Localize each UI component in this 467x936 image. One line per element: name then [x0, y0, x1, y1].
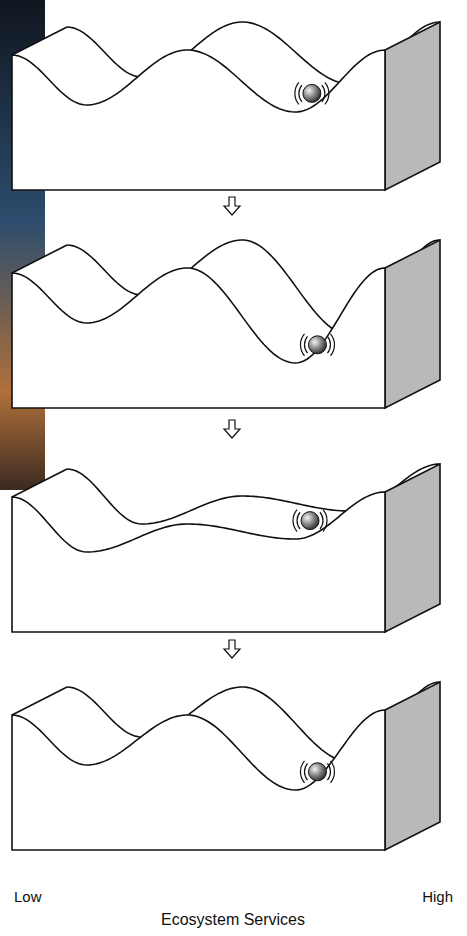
ball — [301, 512, 319, 530]
landscape-panel — [12, 464, 440, 632]
vibration-mark — [300, 334, 304, 356]
front-face — [12, 710, 385, 850]
front-face — [12, 50, 385, 190]
end-wall — [385, 682, 440, 850]
vibration-mark — [297, 512, 300, 529]
vibration-mark — [293, 510, 297, 532]
down-arrow — [224, 640, 240, 658]
vibration-mark — [330, 761, 334, 783]
left-end-edge — [12, 687, 67, 715]
front-face — [12, 492, 385, 632]
axis-end-label: High — [422, 888, 453, 906]
axis-end-label: Low — [14, 888, 42, 906]
down-arrow — [224, 420, 240, 438]
ball — [308, 336, 326, 354]
landscape-panel — [12, 682, 440, 850]
end-wall — [385, 22, 440, 190]
vibration-mark — [327, 763, 330, 780]
vibration-mark — [304, 763, 307, 780]
vibration-mark — [327, 336, 330, 353]
left-end-edge — [12, 245, 67, 273]
vibration-mark — [295, 82, 299, 104]
vibration-mark — [320, 512, 323, 529]
front-face — [12, 268, 385, 408]
vibration-mark — [330, 334, 334, 356]
stability-landscapes — [12, 22, 440, 850]
vibration-mark — [299, 85, 302, 102]
landscape-panel — [12, 22, 440, 190]
landscape-panel — [12, 240, 440, 408]
axis-caption: Ecosystem Services — [161, 910, 305, 929]
vibration-mark — [323, 510, 327, 532]
ball — [303, 84, 321, 102]
ball — [308, 763, 326, 781]
end-wall — [385, 464, 440, 632]
down-arrow — [224, 197, 240, 215]
vibration-mark — [325, 82, 329, 104]
vibration-mark — [304, 336, 307, 353]
sequence-arrows — [224, 197, 240, 658]
vibration-mark — [322, 85, 325, 102]
left-end-edge — [12, 469, 67, 497]
left-end-edge — [12, 27, 67, 55]
vibration-mark — [300, 761, 304, 783]
end-wall — [385, 240, 440, 408]
